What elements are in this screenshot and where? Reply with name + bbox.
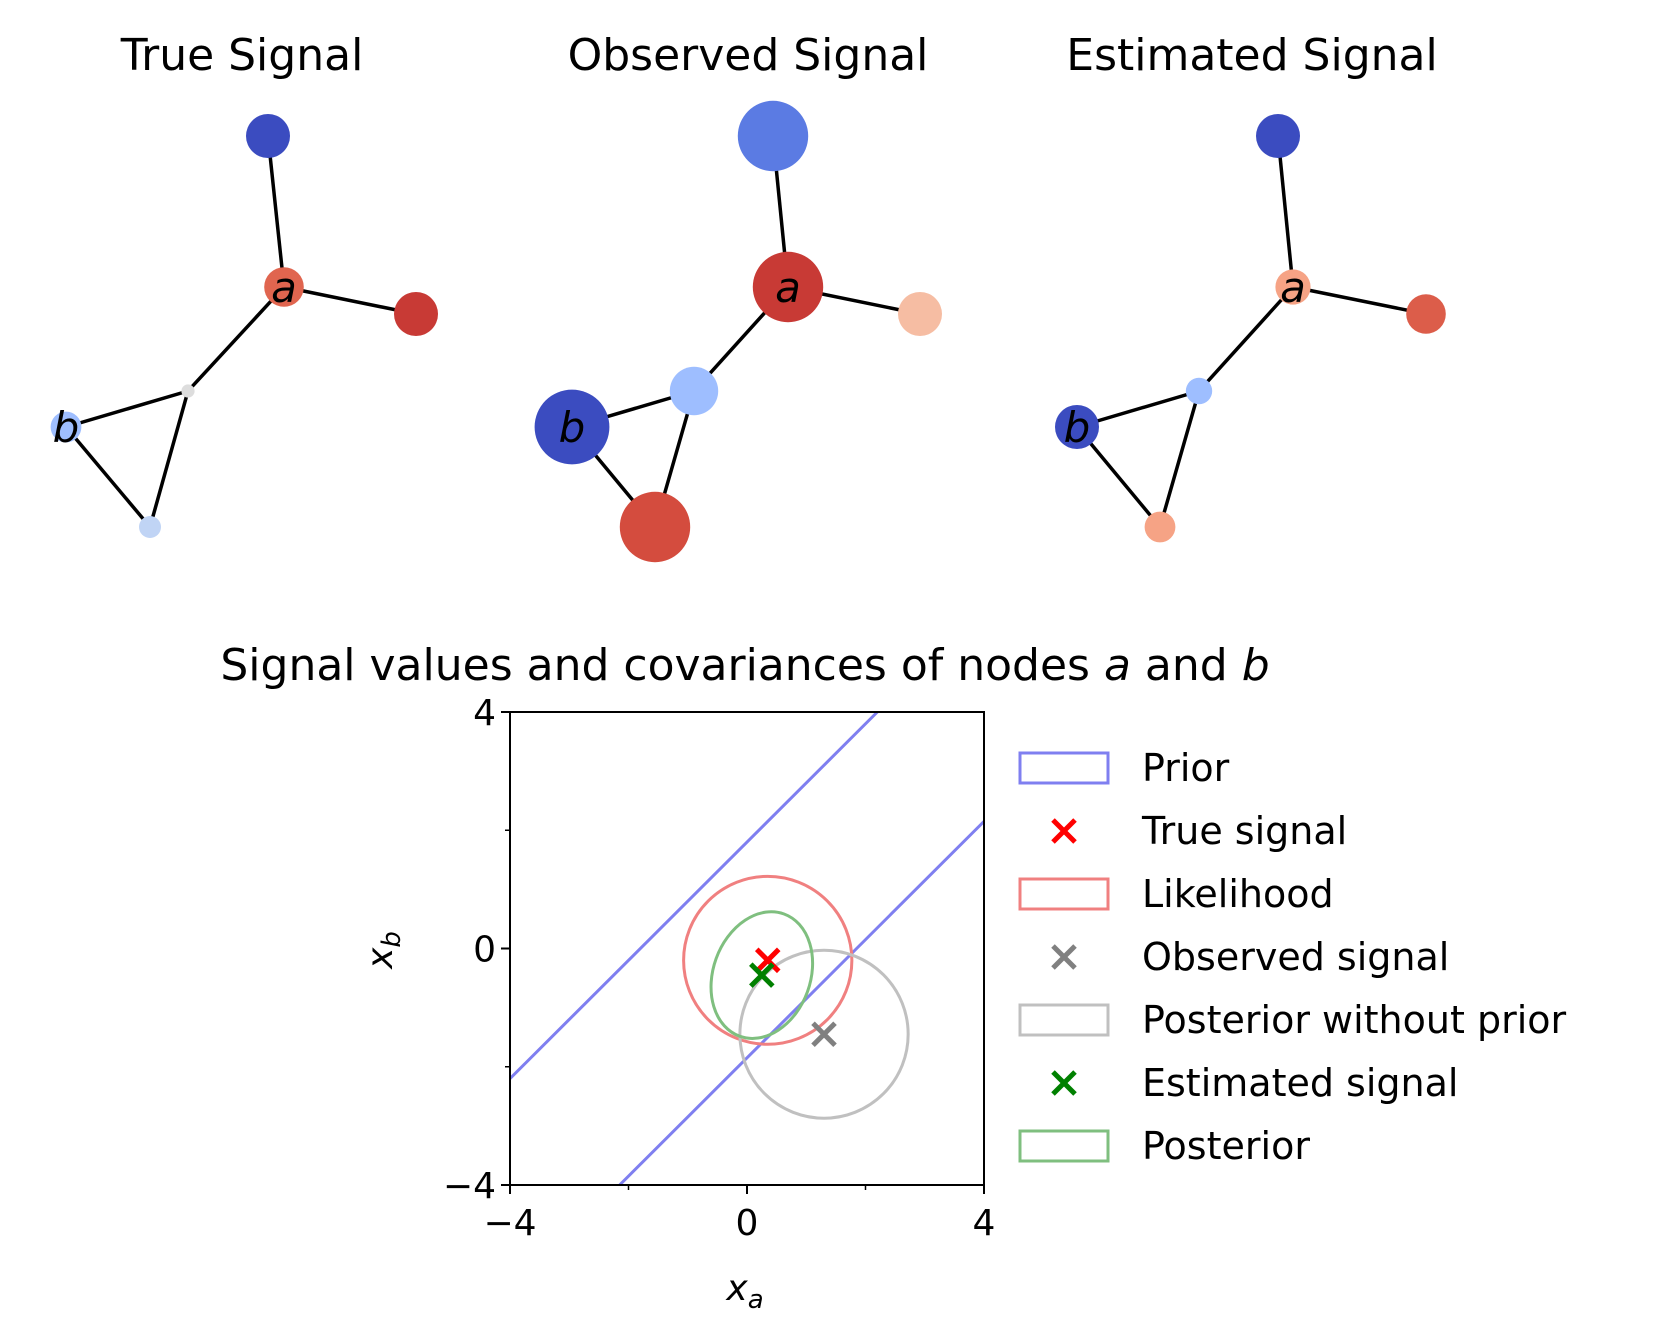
estimated-signal-marker [749,962,775,988]
legend-label: Likelihood [1142,872,1334,916]
node-mid [1185,377,1213,405]
node-label-b: b [1064,403,1091,452]
edge-top-a [1276,135,1295,288]
legend-marker [1051,944,1077,970]
node-b [50,411,82,443]
graph-panel-true: True Signal ab [50,30,438,538]
node-right [1406,294,1446,334]
legend-item: Likelihood [1018,872,1334,916]
legend-label: Prior [1142,746,1230,790]
edge-mid-b [65,389,189,429]
posterior-ellipse [709,910,815,1040]
node-a [752,251,824,323]
edge-mid-bottom [148,390,190,528]
edge-b-bottom [64,425,152,529]
node-top [737,100,809,172]
edge-a-right [283,285,417,316]
graph-nodes-estimated: ab [1055,114,1446,543]
axis-ticks: −4 0 4 −4 0 4 [443,693,996,1244]
node-b [1055,405,1099,449]
node-b [534,389,610,465]
graph-nodes-observed: ab [534,100,942,563]
node-mid [181,384,195,398]
legend-item: Estimated signal [1051,1061,1458,1105]
prior-line-1 [510,712,879,1080]
y-axis-label: xb [360,931,407,970]
graph-nodes-true: ab [50,114,438,538]
plot-content [510,712,984,1185]
y-tick-label: 4 [473,693,496,734]
chart-title: Signal values and covariances of nodes a… [220,640,1269,691]
legend-swatch [1018,877,1110,911]
node-label-b: b [559,403,586,452]
node-label-a: a [271,263,297,312]
x-axis-label: xa [725,1268,763,1315]
graph-edges-observed [570,135,921,529]
graph-edges-estimated [1075,135,1427,529]
legend-item: Posterior without prior [1018,998,1567,1042]
legend-label: True signal [1141,809,1347,853]
node-bottom [1144,511,1176,543]
y-tick-label: 0 [473,930,496,971]
edge-a-mid [186,285,286,393]
node-label-b: b [53,403,80,452]
graph-edges-true [64,135,417,529]
edge-a-mid [1197,285,1295,393]
node-mid [669,366,719,416]
node-bottom [139,516,161,538]
node-bottom [619,491,691,563]
edge-a-right [1292,285,1427,316]
graph-panel-observed: Observed Signal ab [534,30,942,563]
edge-mid-bottom [1158,390,1201,528]
legend-marker [1051,1070,1077,1096]
legend-marker [1051,818,1077,844]
legend-label: Posterior without prior [1142,998,1567,1042]
node-label-a: a [775,263,801,312]
legend-item: Posterior [1018,1124,1310,1168]
node-a [1275,269,1311,305]
node-top [246,114,290,158]
x-tick-label: 4 [973,1203,996,1244]
graph-panel-estimated: Estimated Signal ab [1055,30,1446,543]
node-right [898,292,942,336]
graph-title-observed: Observed Signal [568,30,929,81]
plot-frame [509,711,985,1186]
x-tick-label: 0 [736,1203,759,1244]
node-a [264,267,304,307]
legend-swatch [1018,1003,1110,1037]
observed-signal-marker [811,1021,837,1047]
legend-item: Prior [1018,746,1230,790]
legend-label: Observed signal [1142,935,1449,979]
true-signal-marker [754,947,781,974]
posterior-without-prior-ellipse [738,948,910,1120]
node-top [1256,114,1300,158]
legend-swatch [1018,1129,1110,1163]
y-tick-label: −4 [443,1166,496,1207]
edge-top-a [266,135,286,288]
legend-item: True signal [1051,809,1347,853]
graph-title-true: True Signal [120,30,364,81]
legend-label: Estimated signal [1142,1061,1458,1105]
x-tick-label: −4 [483,1203,536,1244]
node-label-a: a [1280,263,1306,312]
node-right [394,292,438,336]
graph-title-estimated: Estimated Signal [1066,30,1437,81]
legend-swatch [1018,751,1110,785]
legend-label: Posterior [1142,1124,1310,1168]
legend-item: Observed signal [1051,935,1449,979]
likelihood-ellipse [682,874,854,1046]
